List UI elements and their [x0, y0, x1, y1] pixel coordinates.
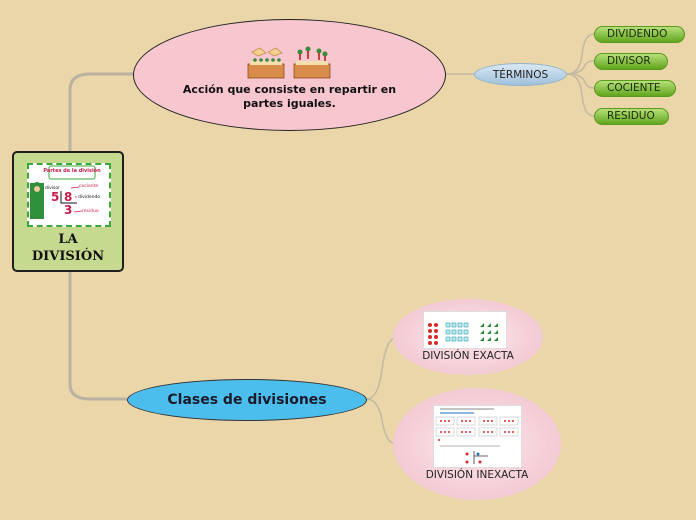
- thumb-digit-remainder: 3: [64, 203, 72, 217]
- plants-illustration: [293, 46, 331, 79]
- division-parts-image: Partes de la división divisor cociente d…: [27, 163, 111, 227]
- thumb-label-cociente: cociente: [79, 183, 98, 189]
- clases-label: Clases de divisiones: [167, 392, 327, 408]
- exacta-image: [423, 311, 507, 349]
- central-title: LA DIVISIÓN: [14, 231, 122, 265]
- exacta-node[interactable]: DIVISIÓN EXACTA: [393, 299, 543, 375]
- term-cociente[interactable]: COCIENTE: [594, 80, 676, 97]
- inexacta-node[interactable]: DIVISIÓN INEXACTA: [393, 388, 561, 500]
- definition-text: Acción que consiste en repartir en parte…: [182, 83, 397, 110]
- central-title-line2: DIVISIÓN: [31, 249, 105, 264]
- definition-node[interactable]: Acción que consiste en repartir en parte…: [133, 19, 446, 131]
- thumb-label-residuo: residuo: [82, 208, 99, 214]
- term-divisor[interactable]: DIVISOR: [594, 53, 668, 70]
- term-dividendo[interactable]: DIVIDENDO: [594, 26, 685, 43]
- clases-node[interactable]: Clases de divisiones: [127, 379, 367, 421]
- inexacta-label: DIVISIÓN INEXACTA: [425, 469, 529, 481]
- terminos-label: TÉRMINOS: [492, 69, 549, 81]
- boxes-illustration: [247, 47, 285, 79]
- thumb-heading: Partes de la división: [43, 167, 101, 174]
- thumb-label-dividendo: dividendo: [78, 194, 100, 200]
- term-residuo[interactable]: RESIDUO: [594, 108, 669, 125]
- inexacta-image: [433, 405, 522, 468]
- terminos-node[interactable]: TÉRMINOS: [474, 63, 567, 86]
- thumb-digit-divisor: 5: [51, 190, 59, 204]
- central-node-la-division[interactable]: Partes de la división divisor cociente d…: [12, 151, 124, 272]
- thumb-label-divisor: divisor: [45, 185, 60, 191]
- exacta-label: DIVISIÓN EXACTA: [422, 350, 514, 362]
- thumb-digit-dividend: 8: [64, 190, 72, 204]
- central-title-line1: LA: [58, 232, 78, 247]
